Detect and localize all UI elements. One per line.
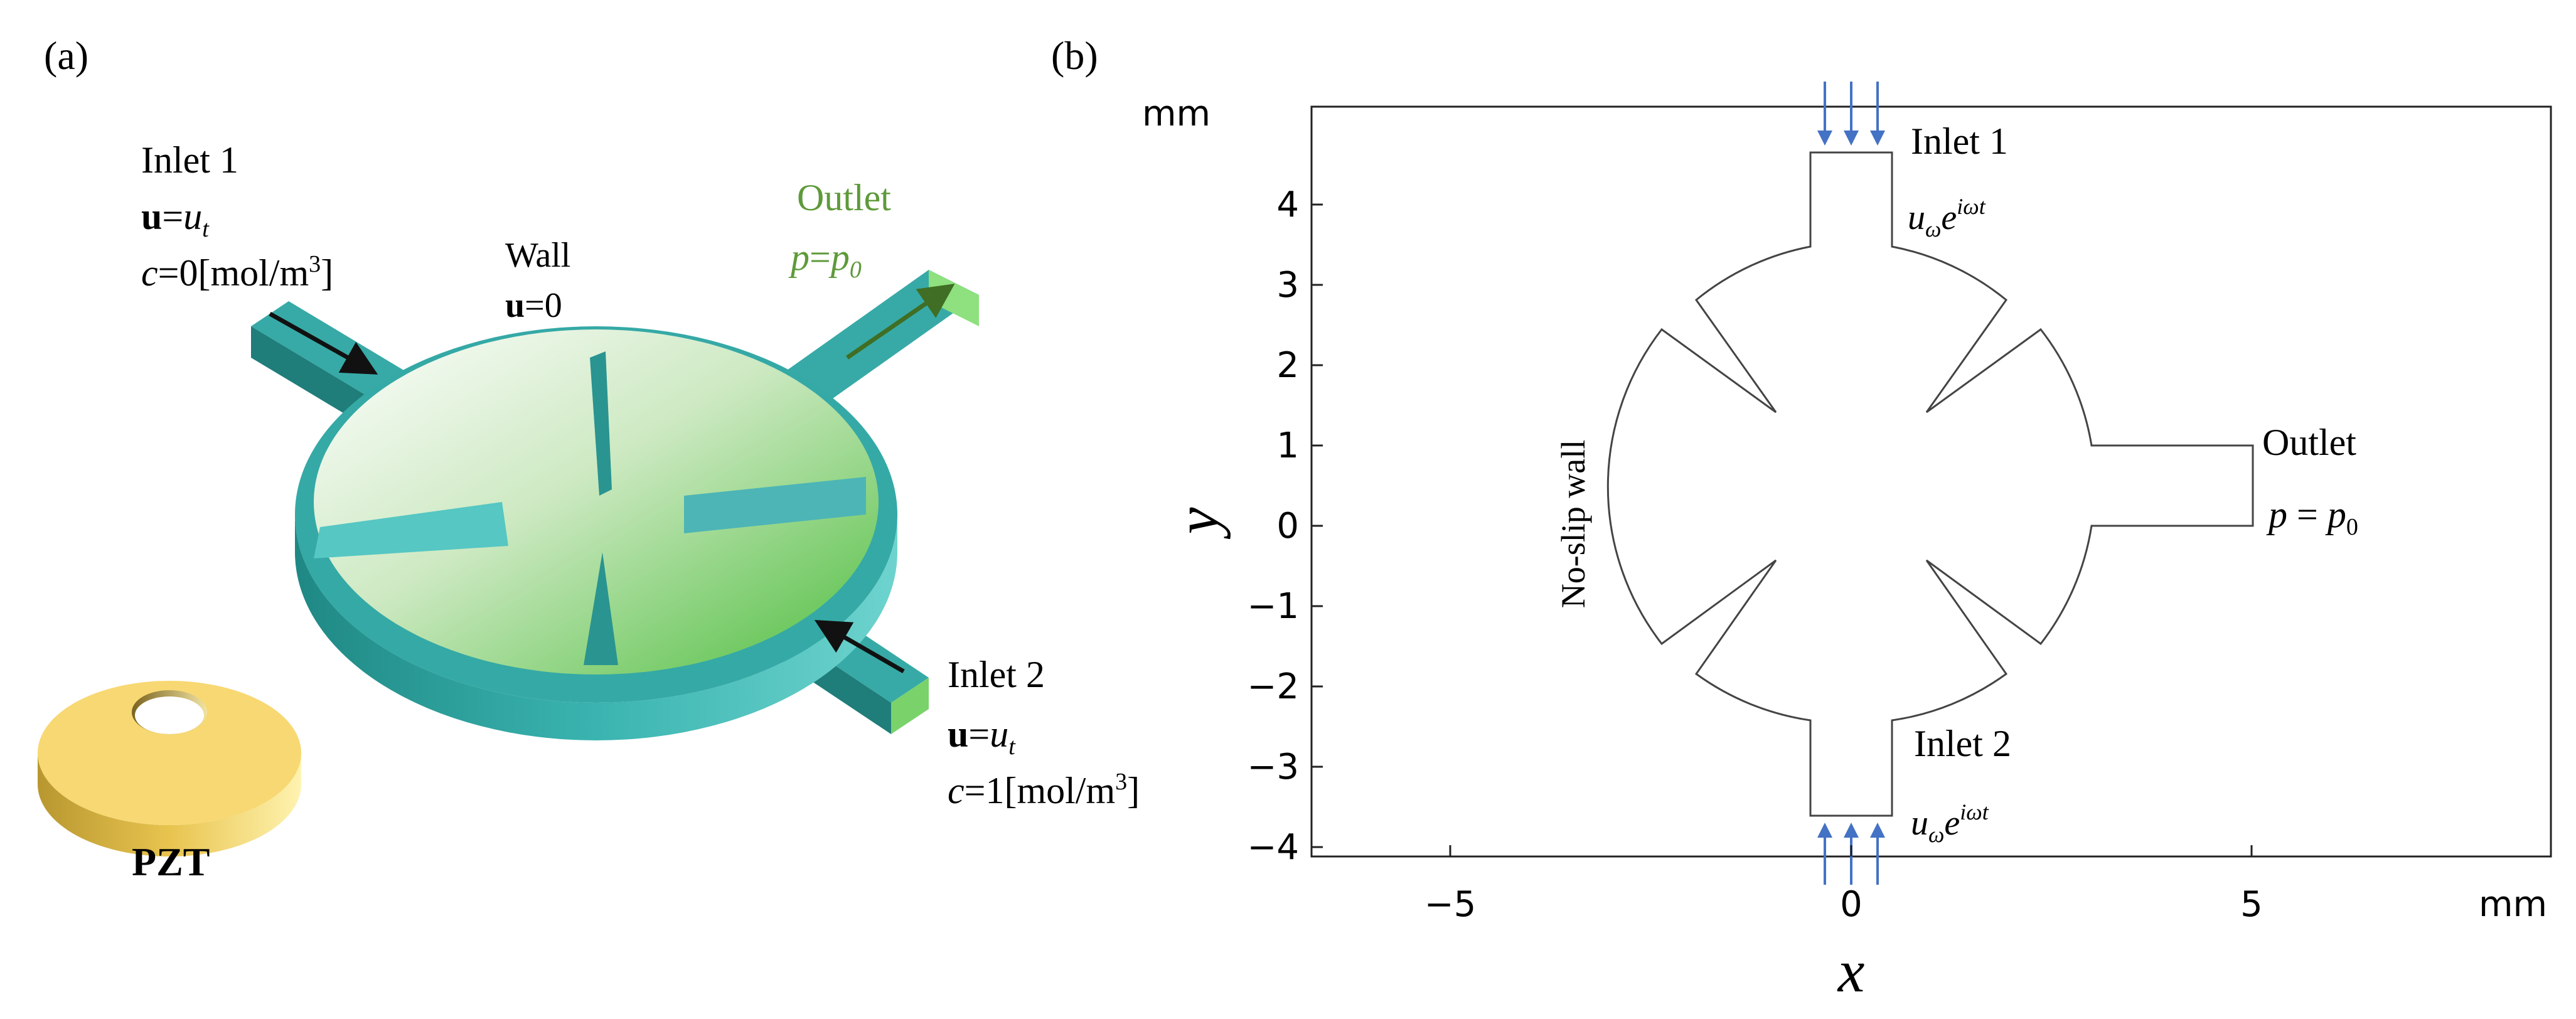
wall-title: Wall: [505, 236, 570, 275]
inlet2-label: Inlet 2: [1914, 723, 2011, 764]
inlet2-title: Inlet 2: [948, 654, 1045, 695]
outlet-label: Outlet: [2262, 422, 2356, 463]
wall-annotation: Wall u=0: [505, 236, 570, 325]
panel-b: (b) 4 3 2 1 0 −1: [1051, 33, 2552, 1005]
outlet-flow-arrow: [846, 284, 955, 360]
panel-b-label: (b): [1051, 33, 1098, 78]
x-tick-label: 5: [2240, 884, 2263, 925]
y-unit: mm: [1142, 93, 1211, 134]
panel-a: (a): [38, 33, 1140, 884]
y-tick-label: −4: [1247, 827, 1299, 868]
inlet1-bc: u=ut: [141, 196, 210, 242]
x-axis-label: x: [1837, 937, 1865, 1005]
y-tick-label: 3: [1276, 265, 1299, 306]
y-ticks: 4 3 2 1 0 −1 −2 −3 −4: [1247, 184, 1323, 868]
panel-a-label: (a): [44, 33, 88, 78]
channel-geometry: [1606, 151, 2254, 817]
x-unit: mm: [2479, 884, 2547, 925]
pzt-label: PZT: [132, 840, 210, 884]
y-tick-label: 0: [1276, 506, 1299, 547]
no-slip-wall-label: No-slip wall: [1554, 440, 1592, 608]
inlet2-concentration: c=1[mol/m3]: [948, 769, 1140, 811]
inlet1-concentration: c=0[mol/m3]: [141, 251, 333, 294]
outlet-bc: p=p0: [788, 237, 862, 283]
inlet1-title: Inlet 1: [141, 139, 238, 181]
y-tick-label: 2: [1276, 345, 1299, 386]
inlet2-bc: u=ut: [948, 713, 1016, 760]
wall-bc: u=0: [505, 286, 562, 325]
chamber-baffles: [314, 351, 866, 665]
inlet2-bc: uωeiωt: [1911, 799, 1989, 847]
fluid-domain: [314, 329, 879, 675]
outlet-bc: p = p0: [2266, 494, 2358, 540]
plot-frame: [1310, 105, 2552, 858]
pzt-disc: [38, 681, 301, 856]
outlet-annotation: Outlet p=p0: [788, 177, 891, 283]
y-axis-label: y: [1163, 507, 1231, 540]
y-tick-label: −1: [1247, 586, 1299, 627]
inlet1-flow-arrow: [269, 311, 378, 375]
inlet1-bc: uωeiωt: [1908, 194, 1986, 242]
y-tick-label: 1: [1276, 425, 1299, 466]
y-tick-label: −3: [1247, 747, 1299, 787]
inlet1-annotation: Inlet 1 u=ut c=0[mol/m3]: [141, 139, 333, 294]
inlet1-arrows: [1817, 82, 1885, 146]
outlet-title: Outlet: [797, 177, 891, 218]
x-ticks: −5 0 5: [1424, 845, 2263, 925]
inlet2-flow-arrow: [814, 620, 905, 674]
y-tick-label: 4: [1276, 184, 1299, 225]
inlet2-annotation: Inlet 2 u=ut c=1[mol/m3]: [948, 654, 1140, 811]
x-tick-label: 0: [1840, 884, 1863, 925]
x-tick-label: −5: [1424, 884, 1477, 925]
inlet1-label: Inlet 1: [1911, 120, 2008, 162]
y-tick-label: −2: [1247, 666, 1299, 707]
